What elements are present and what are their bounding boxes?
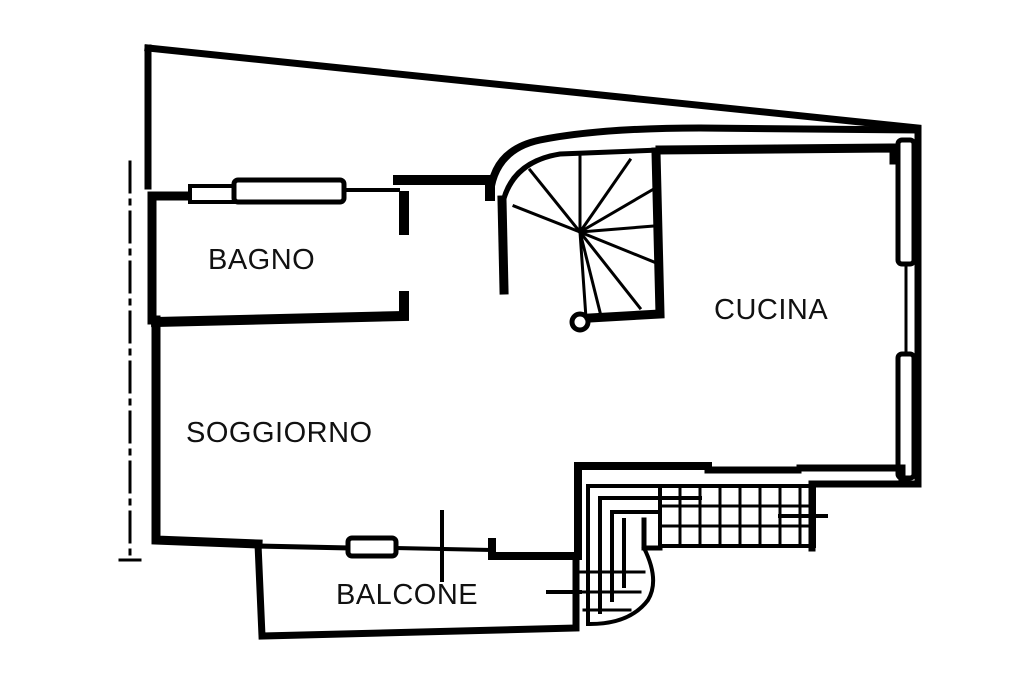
room-label-soggiorno: SOGGIORNO	[186, 417, 373, 449]
west-boundary-line	[118, 160, 142, 562]
room-label-cucina: CUCINA	[714, 294, 829, 326]
room-label-bagno: BAGNO	[208, 244, 316, 276]
soggiorno-south-wall	[255, 462, 712, 582]
spiral-staircase	[486, 124, 922, 333]
bagno-window	[231, 177, 347, 205]
cucina-east-window-top	[895, 137, 917, 267]
cucina-walls	[655, 137, 917, 484]
bagno-north-wall	[147, 175, 495, 325]
soggiorno-west-wall	[151, 315, 263, 549]
room-label-balcone: BALCONE	[336, 579, 479, 611]
bagno-south-wall	[150, 291, 409, 328]
external-stairs	[546, 484, 828, 627]
soggiorno-window	[345, 535, 399, 559]
cucina-east-window-bottom	[895, 351, 917, 481]
